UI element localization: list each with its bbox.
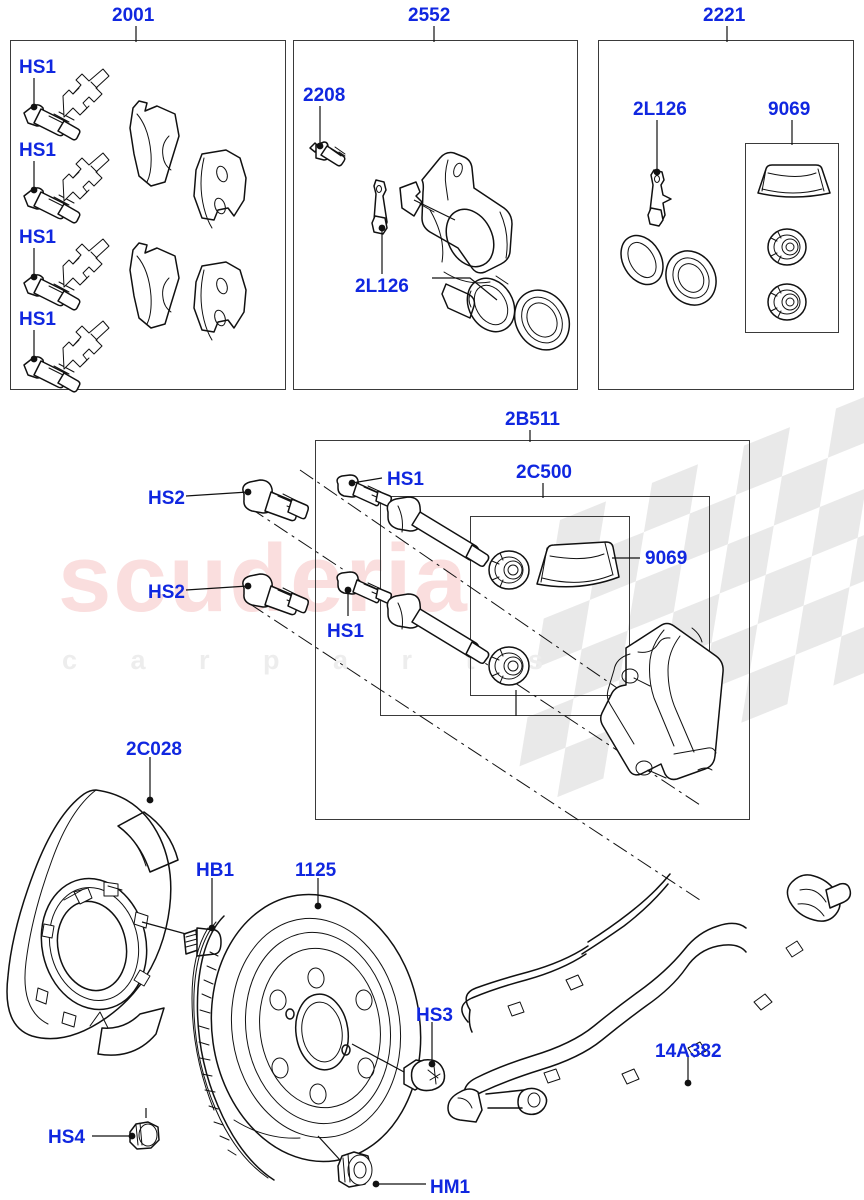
abs-sensor-art	[448, 874, 850, 1122]
callout-14A382[interactable]: 14A382	[655, 1041, 722, 1062]
callout-2L126-2221[interactable]: 2L126	[633, 99, 687, 120]
callout-HS1-1[interactable]: HS1	[19, 57, 56, 78]
group-box-2221[interactable]	[598, 40, 854, 390]
callout-HS4[interactable]: HS4	[48, 1127, 85, 1148]
callout-2B511[interactable]: 2B511	[505, 409, 560, 430]
group-box-9069-mid[interactable]	[470, 516, 630, 696]
group-box-9069-top[interactable]	[745, 143, 839, 333]
callout-2208[interactable]: 2208	[303, 85, 346, 106]
brake-disc-art	[192, 881, 438, 1180]
splash-shield-art	[7, 790, 178, 1055]
callout-HS1-pin-lower[interactable]: HS1	[327, 621, 364, 642]
disc-locating-screw-art	[404, 1060, 445, 1091]
callout-HS1-2[interactable]: HS1	[19, 140, 56, 161]
callout-HS3[interactable]: HS3	[416, 1005, 453, 1026]
callout-9069-mid[interactable]: 9069	[645, 548, 688, 569]
callout-HS2-lower[interactable]: HS2	[148, 582, 185, 603]
callout-2552[interactable]: 2552	[408, 5, 451, 26]
callout-2221[interactable]: 2221	[703, 5, 746, 26]
carrier-bolt-hs2-group	[243, 480, 308, 615]
hub-nut-art	[338, 1152, 372, 1187]
group-box-2552[interactable]	[293, 40, 578, 390]
callout-2001[interactable]: 2001	[112, 5, 155, 26]
callout-HS2-upper[interactable]: HS2	[148, 488, 185, 509]
callout-2C028[interactable]: 2C028	[126, 739, 182, 760]
callout-9069-top[interactable]: 9069	[768, 99, 811, 120]
callout-2C500[interactable]: 2C500	[516, 462, 572, 483]
callout-HB1[interactable]: HB1	[196, 860, 235, 881]
callout-HS1-4[interactable]: HS1	[19, 309, 56, 330]
shield-bolt-art	[184, 928, 221, 956]
callout-HS1-3[interactable]: HS1	[19, 227, 56, 248]
callout-HM1[interactable]: HM1	[430, 1177, 471, 1198]
callout-1125[interactable]: 1125	[295, 860, 337, 881]
callout-HS1-pin-upper[interactable]: HS1	[387, 469, 424, 490]
shield-nut-art	[130, 1122, 159, 1149]
callout-2L126-2552[interactable]: 2L126	[355, 276, 409, 297]
group-box-2001[interactable]	[10, 40, 286, 390]
